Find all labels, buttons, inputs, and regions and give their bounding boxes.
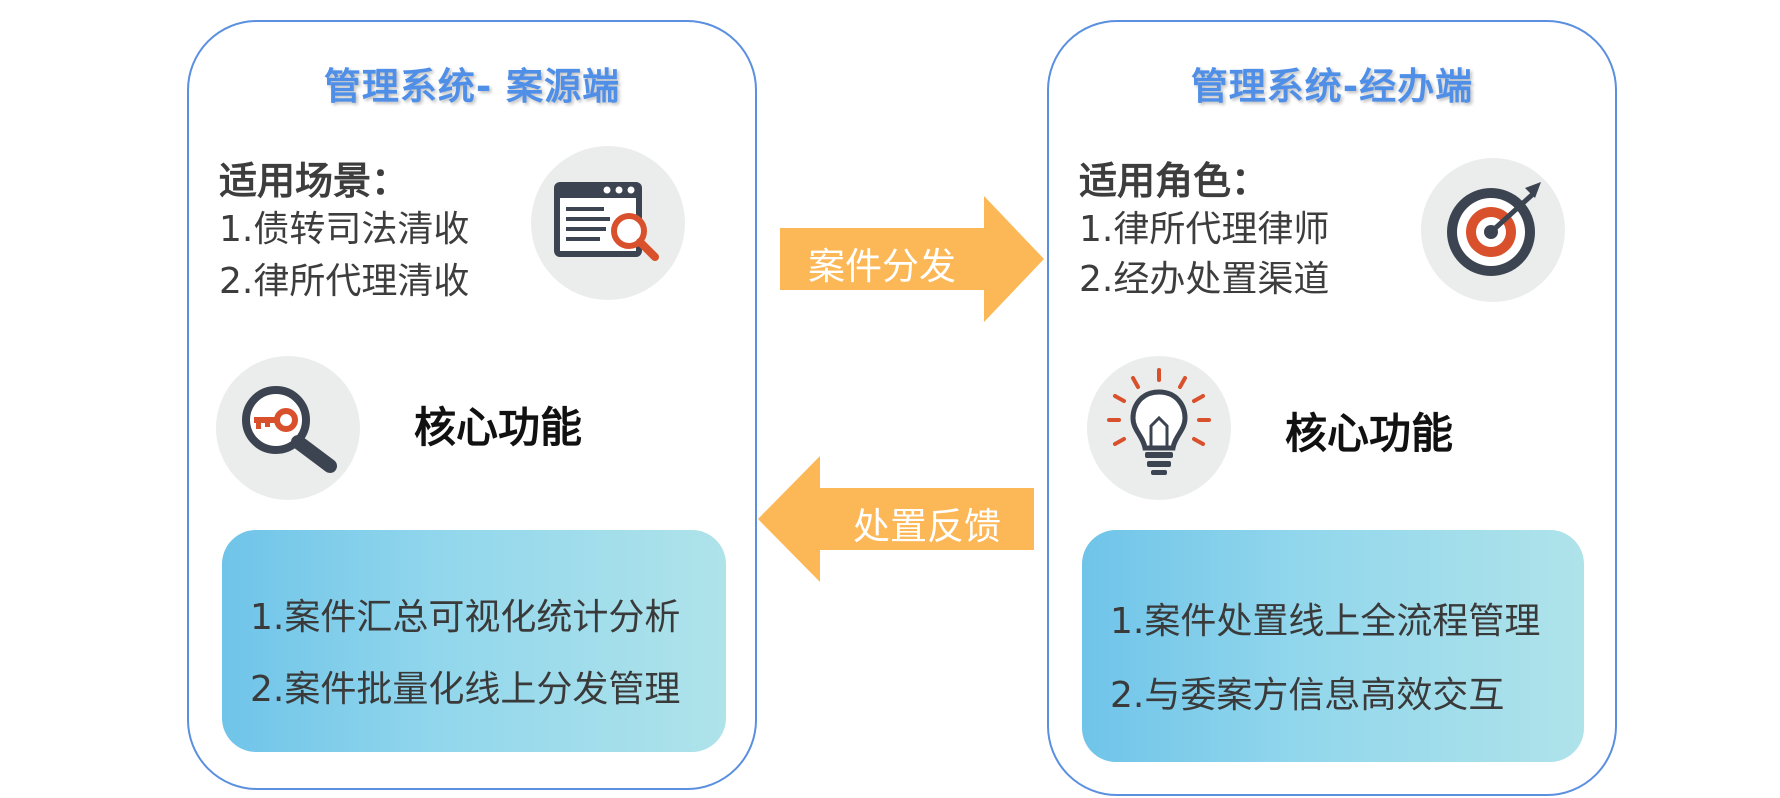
forward-arrow-label: 案件分发 — [808, 245, 956, 288]
panel-title-source-end: 管理系统- 案源端 — [323, 65, 621, 108]
feature-item-2: 2.与委案方信息高效交互 — [1110, 675, 1505, 716]
feature-item-1: 1.案件汇总可视化统计分析 — [250, 597, 681, 638]
panel-handler-end: 管理系统-经办端 适用角色： 1.律所代理律师 2.经办处置渠道 — [1047, 20, 1617, 796]
role-heading: 适用角色： — [1079, 159, 1270, 203]
core-function-title: 核心功能 — [1285, 409, 1454, 458]
scene-item-1: 1.债转司法清收 — [219, 209, 470, 250]
panel-source-end: 管理系统- 案源端 适用场景： 1.债转司法清收 2.律所代理清收 核心功 — [187, 20, 757, 790]
back-arrow-label: 处置反馈 — [853, 505, 1001, 548]
panel-title-handler-end: 管理系统-经办端 — [1190, 65, 1474, 108]
scene-item-2: 2.律所代理清收 — [219, 261, 470, 302]
back-arrow — [758, 456, 1034, 582]
browser-search-icon — [531, 146, 685, 300]
role-item-2: 2.经办处置渠道 — [1079, 259, 1330, 300]
forward-arrow — [780, 196, 1044, 322]
key-magnifier-icon — [216, 356, 360, 500]
core-function-title: 核心功能 — [414, 403, 583, 452]
lightbulb-icon — [1087, 356, 1231, 500]
feature-item-2: 2.案件批量化线上分发管理 — [250, 669, 681, 710]
role-item-1: 1.律所代理律师 — [1079, 209, 1330, 250]
feature-item-1: 1.案件处置线上全流程管理 — [1110, 601, 1541, 642]
target-icon — [1421, 158, 1565, 302]
scene-heading: 适用场景： — [219, 159, 410, 203]
feature-box: 1.案件处置线上全流程管理 2.与委案方信息高效交互 — [1082, 530, 1584, 762]
feature-box: 1.案件汇总可视化统计分析 2.案件批量化线上分发管理 — [222, 530, 726, 752]
